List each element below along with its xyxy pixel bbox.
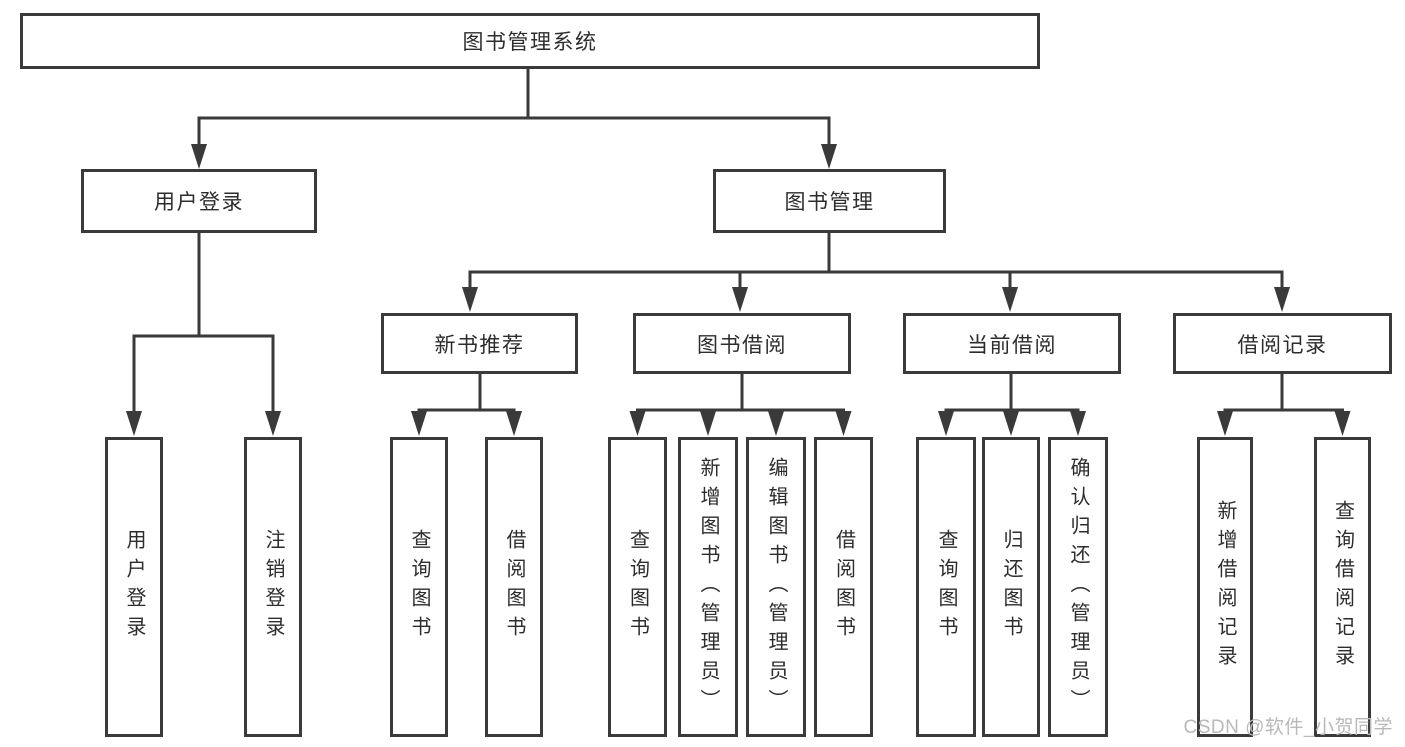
leaf-query-books-current-label: 查询图书	[935, 529, 957, 645]
node-root: 图书管理系统	[20, 13, 1040, 69]
leaf-query-books-recommend: 查询图书	[390, 437, 448, 737]
connector-userlogin-to-leaves	[126, 231, 281, 436]
node-book-borrow: 图书借阅	[633, 313, 851, 374]
node-borrow-records: 借阅记录	[1173, 313, 1392, 374]
node-new-book-recommend: 新书推荐	[381, 313, 578, 374]
leaf-return-books-label: 归还图书	[1000, 529, 1022, 645]
leaf-user-login: 用户登录	[105, 437, 163, 737]
leaf-return-books: 归还图书	[982, 437, 1040, 737]
node-user-login-label: 用户登录	[154, 191, 244, 214]
leaf-add-borrow-record-label: 新增借阅记录	[1214, 500, 1236, 674]
node-user-login: 用户登录	[81, 169, 317, 233]
connector-bookborrow-to-leaves	[629, 372, 852, 436]
leaf-logout: 注销登录	[244, 437, 302, 737]
leaf-confirm-return-admin-label: 确认归还（管理员）	[1067, 456, 1089, 718]
leaf-edit-books-admin-label: 编辑图书（管理员）	[765, 456, 787, 718]
node-book-management: 图书管理	[713, 169, 946, 233]
leaf-borrow-books-recommend-label: 借阅图书	[503, 529, 525, 645]
leaf-add-books-admin-label: 新增图书（管理员）	[697, 456, 719, 718]
node-book-management-label: 图书管理	[784, 191, 875, 214]
leaf-query-borrow-record: 查询借阅记录	[1314, 437, 1371, 737]
leaf-user-login-label: 用户登录	[123, 529, 145, 645]
leaf-add-books-admin: 新增图书（管理员）	[678, 437, 738, 737]
connector-borrowrecords-to-leaves	[1217, 372, 1351, 436]
connector-bookmgmt-to-level3	[462, 231, 1290, 312]
node-current-borrow-label: 当前借阅	[967, 333, 1057, 357]
watermark: CSDN @软件_小贺同学	[1183, 717, 1393, 738]
leaf-add-borrow-record: 新增借阅记录	[1197, 437, 1253, 737]
leaf-query-books-recommend-label: 查询图书	[408, 529, 430, 645]
leaf-confirm-return-admin: 确认归还（管理员）	[1048, 437, 1108, 737]
connector-newbook-to-leaves	[411, 372, 522, 436]
node-root-label: 图书管理系统	[462, 31, 598, 54]
connector-currentborrow-to-leaves	[938, 372, 1086, 436]
leaf-query-books-borrow: 查询图书	[608, 437, 667, 737]
leaf-query-books-borrow-label: 查询图书	[626, 529, 649, 645]
leaf-logout-label: 注销登录	[262, 529, 284, 645]
node-book-borrow-label: 图书借阅	[697, 333, 787, 357]
connector-root-to-level2	[191, 67, 837, 169]
leaf-borrow-books: 借阅图书	[814, 437, 873, 737]
node-current-borrow: 当前借阅	[903, 313, 1121, 374]
leaf-borrow-books-label: 借阅图书	[832, 529, 855, 645]
leaf-query-books-current: 查询图书	[916, 437, 976, 737]
node-new-book-recommend-label: 新书推荐	[434, 333, 525, 357]
node-borrow-records-label: 借阅记录	[1237, 333, 1328, 357]
leaf-borrow-books-recommend: 借阅图书	[485, 437, 543, 737]
leaf-edit-books-admin: 编辑图书（管理员）	[746, 437, 806, 737]
leaf-query-borrow-record-label: 查询借阅记录	[1331, 500, 1354, 674]
